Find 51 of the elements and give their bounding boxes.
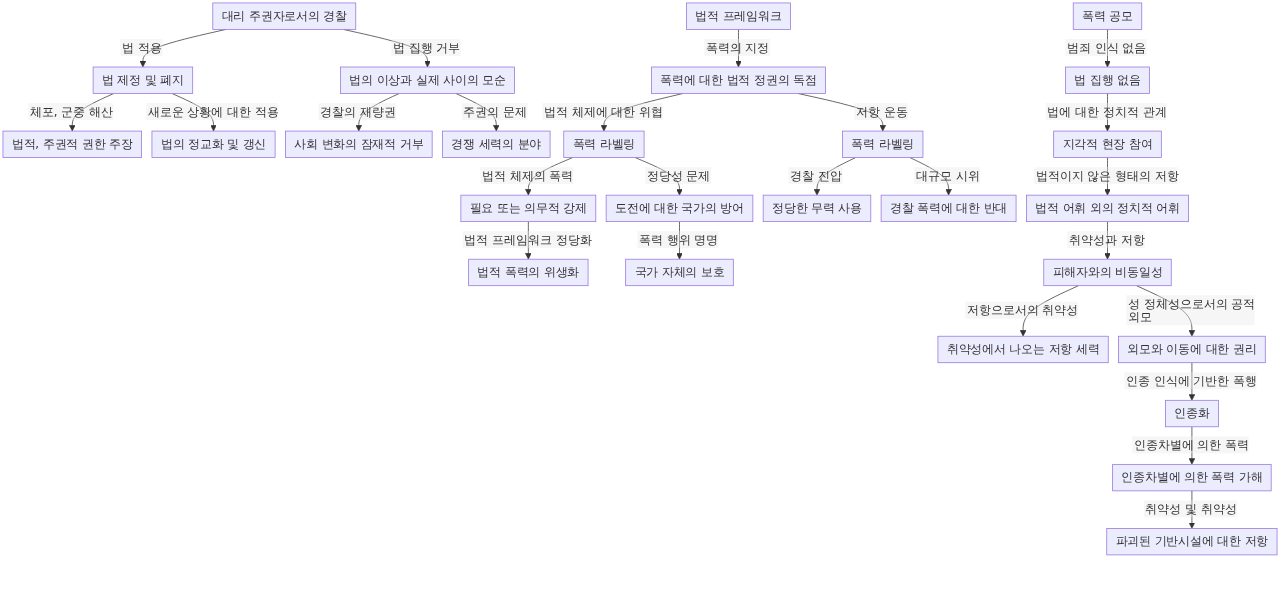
node-box: 지각적 현장 참여 <box>1053 130 1162 158</box>
node-box: 법적 어휘 외의 정치적 어휘 <box>1026 194 1189 222</box>
node-box: 법적, 주권적 권한 주장 <box>2 130 142 158</box>
edge-label: 인종 인식에 기반한 폭행 <box>1125 373 1258 388</box>
node-box: 법 제정 및 폐지 <box>92 66 194 94</box>
edge-label: 대규모 시위 <box>915 168 980 183</box>
edge-label: 법에 대한 정치적 관계 <box>1047 104 1167 119</box>
edge-label: 인종차별에 의한 폭력 <box>1133 437 1250 452</box>
node-box: 법의 정교화 및 갱신 <box>151 130 276 158</box>
node-box: 법적 프레임워크 <box>686 2 791 30</box>
edge-label: 주권의 문제 <box>463 104 528 119</box>
edge-label: 저항 운동 <box>855 104 908 119</box>
edge-label: 체포, 군중 해산 <box>29 104 114 119</box>
edge-label: 정당성 문제 <box>646 168 711 183</box>
edge-label: 경찰의 재량권 <box>320 104 396 119</box>
node-box: 법의 이상과 실제 사이의 모순 <box>340 66 515 94</box>
node-box: 국가 자체의 보호 <box>625 258 734 287</box>
node-box: 경찰 폭력에 대한 반대 <box>880 194 1017 222</box>
node-box: 피해자와의 비동일성 <box>1043 258 1172 287</box>
node-box: 폭력에 대한 법적 정권의 독점 <box>651 66 826 94</box>
edge-label: 취약성 및 취약성 <box>1145 501 1237 516</box>
node-box: 필요 또는 의무적 강제 <box>460 194 597 222</box>
edge-label: 법적 체제의 폭력 <box>481 168 574 183</box>
node-box: 폭력 라벨링 <box>842 130 924 158</box>
edge-label: 성 정체성으로서의 공적 외모 <box>1127 296 1256 324</box>
edge-label: 새로운 상황에 대한 적용 <box>147 104 279 119</box>
edge-label: 법적 체제에 대한 위협 <box>543 104 664 119</box>
node-box: 폭력 라벨링 <box>563 130 645 158</box>
node-box: 파괴된 기반시설에 대한 저항 <box>1106 528 1278 556</box>
node-box: 인종화 <box>1165 399 1219 428</box>
node-box: 대리 주권자로서의 경찰 <box>212 2 357 30</box>
edge-label: 범죄 인식 없음 <box>1066 40 1147 55</box>
edge-label: 법 집행 거부 <box>392 40 461 55</box>
node-box: 정당한 무력 사용 <box>762 194 872 222</box>
edge-label: 경찰 진압 <box>790 168 842 183</box>
node-box: 폭력 공모 <box>1072 2 1143 30</box>
edge-label: 저항으로서의 취약성 <box>966 303 1079 318</box>
node-box: 인종차별에 의한 폭력 가해 <box>1112 464 1272 492</box>
node-box: 법 집행 없음 <box>1065 66 1150 94</box>
node-box: 사회 변화의 잠재적 거부 <box>285 130 433 158</box>
node-box: 도전에 대한 국가의 방어 <box>605 194 754 222</box>
edge-label: 폭력 행위 명명 <box>638 232 719 247</box>
node-box: 경쟁 세력의 분야 <box>442 130 551 158</box>
edge-label: 법 적용 <box>121 40 162 55</box>
edge-label: 법적이지 않은 형태의 저항 <box>1035 168 1179 183</box>
node-box: 취약성에서 나오는 저항 세력 <box>937 335 1109 364</box>
node-box: 외모와 이동에 대한 권리 <box>1118 335 1266 364</box>
node-box: 법적 폭력의 위생화 <box>468 258 589 287</box>
edge-label: 법적 프레임워크 정당화 <box>464 232 592 247</box>
edge-label: 취약성과 저항 <box>1068 232 1145 247</box>
edge-label: 폭력의 지정 <box>705 40 770 55</box>
